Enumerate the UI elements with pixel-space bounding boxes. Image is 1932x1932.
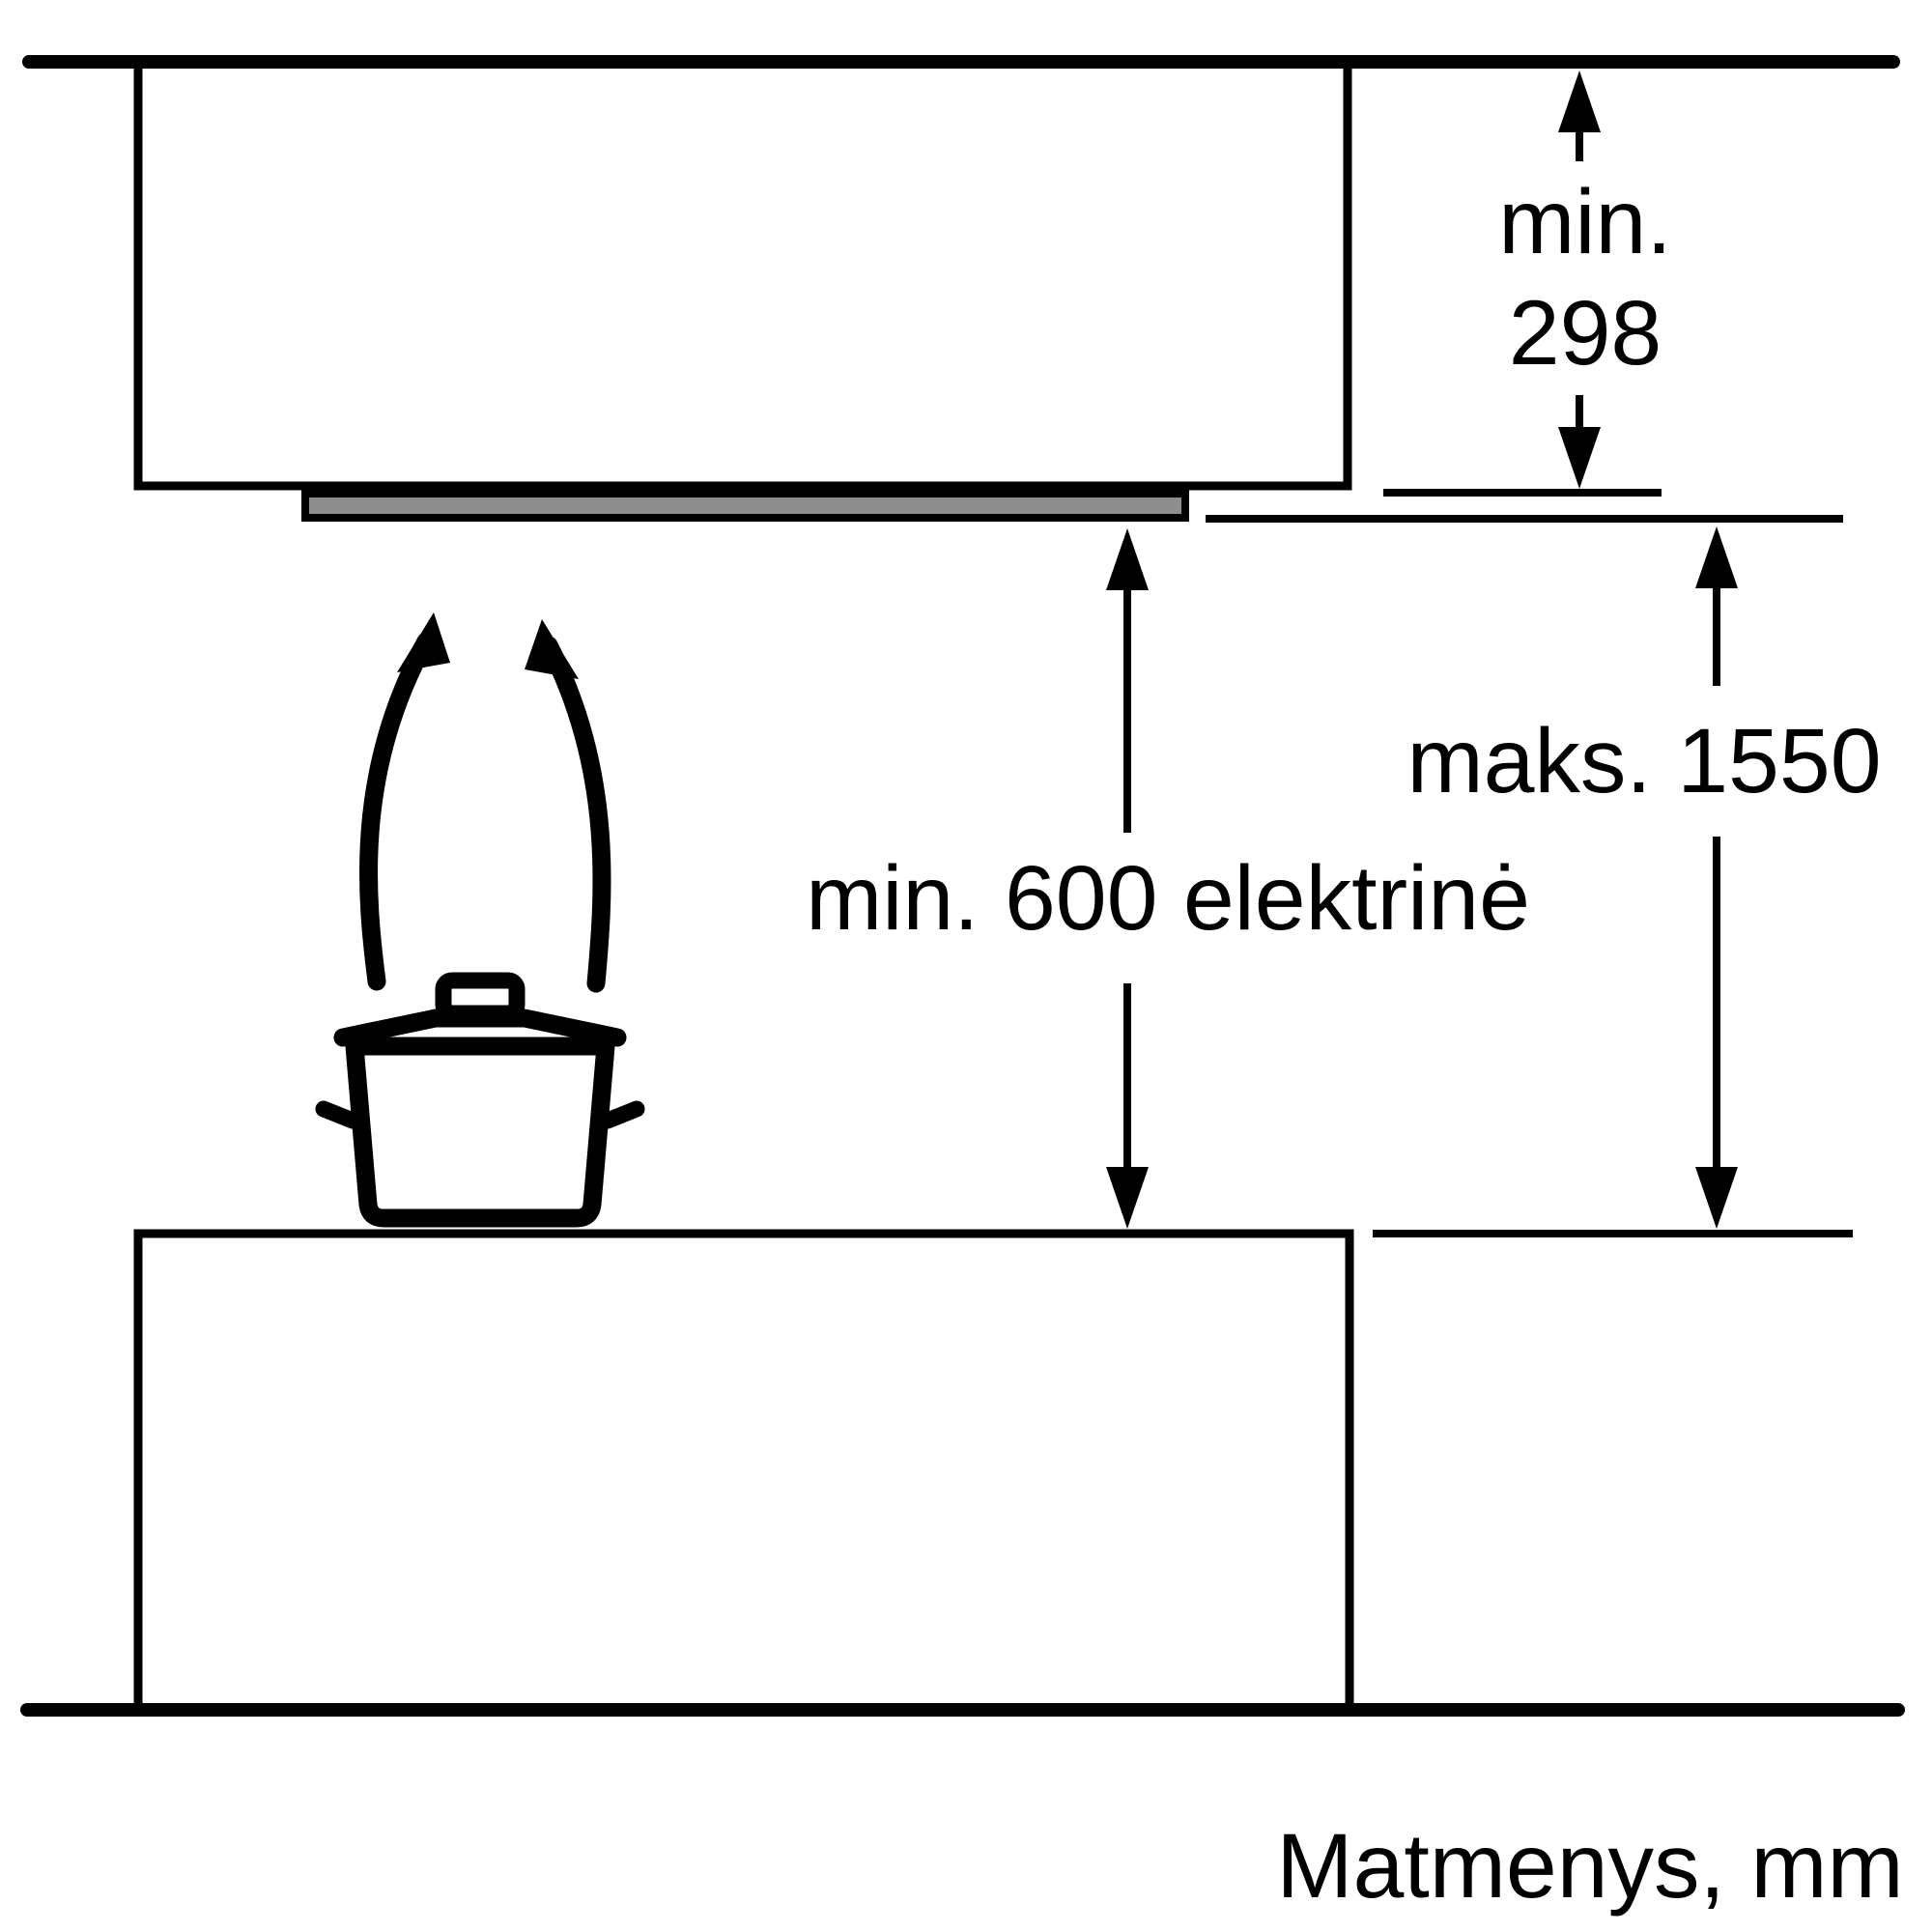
units-note: Matmenys, mm [1276,1815,1904,1918]
arrowhead-down-min-298 [1558,427,1601,489]
pot-lid-knob [435,972,526,1022]
steam-arrow-right-head [525,619,579,679]
steam-arrow-right-shaft [539,636,611,993]
pot-body [345,1037,615,1228]
pot-icon [315,972,645,1228]
dimension-label-min-298-line2: 298 [1508,282,1662,384]
dimension-label-min-600: min. 600 elektrinė [792,833,1544,983]
arrowhead-down-maks-1550 [1695,1167,1738,1229]
pot-handle-right [599,1100,645,1129]
steam-arrow-left-head [397,612,450,672]
hood-panel [301,490,1189,522]
dimension-label-maks-1550: maks. 1550 [1395,686,1893,837]
arrowhead-up-min-600 [1106,528,1149,590]
steam-arrows [359,612,611,993]
upper-cabinet-outline [133,62,1352,491]
steam-arrow-left-shaft [359,632,436,991]
arrowhead-up-maks-1550 [1695,526,1738,588]
dimension-label-min-298: min. 298 [1487,161,1684,395]
base-cabinet-outline [133,1229,1354,1706]
arrowhead-down-min-600 [1106,1167,1149,1229]
pot-handle-left [315,1100,361,1129]
arrowhead-up-min-298 [1558,71,1601,132]
dimension-label-min-298-line1: min. [1498,171,1672,273]
